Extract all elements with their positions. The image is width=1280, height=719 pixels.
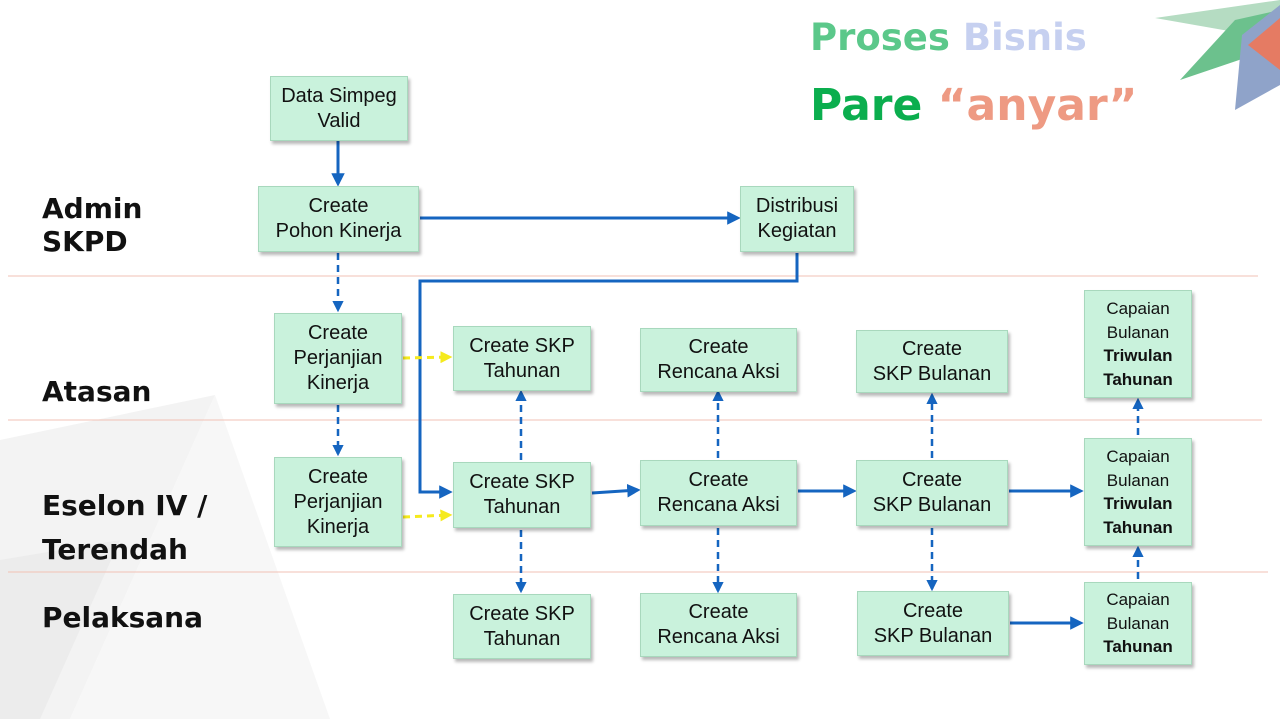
- lane-label-line: Admin: [42, 192, 143, 225]
- box-line: Rencana Aksi: [657, 361, 780, 383]
- box-line: Create: [307, 465, 369, 488]
- box-line: Bulanan: [1106, 613, 1170, 633]
- box-create-pohon-kinerja: Create Pohon Kinerja: [258, 186, 419, 252]
- box-line: Kegiatan: [757, 220, 837, 242]
- box-pelaksana-skp-bulanan: Create SKP Bulanan: [857, 591, 1009, 656]
- box-line: Create: [901, 469, 963, 491]
- box-line: Tahunan: [483, 496, 561, 518]
- logo-leaf-4: [1248, 18, 1280, 70]
- box-eselon-rencana-aksi: Create Rencana Aksi: [640, 460, 797, 526]
- title-word-anyar: “anyar”: [937, 80, 1138, 131]
- box-line: Rencana Aksi: [657, 626, 780, 648]
- box-line: Bulanan: [1106, 470, 1170, 490]
- box-line: Triwulan: [1103, 346, 1173, 365]
- box-line: Triwulan: [1103, 494, 1173, 513]
- box-line: Distribusi: [755, 195, 839, 217]
- box-atasan-capaian: Capaian Bulanan Triwulan Tahunan: [1084, 290, 1192, 398]
- lane-label-eselon: Eselon IV / Terendah: [42, 484, 207, 572]
- title-word-proses: Proses: [810, 16, 950, 59]
- lane-label-atasan: Atasan: [42, 375, 151, 408]
- lane-label-line: Eselon IV /: [42, 489, 208, 522]
- box-line: Create: [688, 336, 749, 358]
- box-line: Create: [688, 601, 749, 623]
- arrow-eselon-perjanjian-to-skp: [402, 509, 453, 522]
- box-atasan-skp-bulanan: Create SKP Bulanan: [856, 330, 1008, 393]
- page-title-line1: Proses Bisnis: [810, 16, 1087, 59]
- box-line: Capaian: [1106, 447, 1170, 466]
- box-pelaksana-skp-tahunan: Create SKP Tahunan: [453, 594, 591, 659]
- lane-label-line: Pelaksana: [42, 601, 204, 634]
- box-line: Create SKP: [469, 334, 575, 357]
- lane-label-admin-skpd: Admin SKPD: [42, 192, 142, 258]
- box-atasan-rencana-aksi: Create Rencana Aksi: [640, 328, 797, 392]
- box-line: Tahunan: [1103, 517, 1173, 537]
- box-line: SKP Bulanan: [872, 362, 992, 385]
- box-line: Tahunan: [1103, 369, 1173, 389]
- lane-label-line: SKPD: [42, 225, 128, 258]
- box-line: Capaian: [1106, 590, 1170, 610]
- lane-label-line: Terendah: [42, 533, 188, 566]
- box-line: Valid: [317, 109, 361, 132]
- box-line: Kinerja: [306, 372, 370, 394]
- box-line: Bulanan: [1106, 322, 1170, 342]
- box-line: Pohon Kinerja: [275, 220, 402, 242]
- box-line: Tahunan: [483, 359, 561, 382]
- box-line: Perjanjian: [293, 347, 383, 369]
- box-eselon-skp-bulanan: Create SKP Bulanan: [856, 460, 1008, 526]
- page-title-line2: Pare “anyar”: [810, 80, 1137, 131]
- arrow-distribusi-to-eselon-skp: [418, 253, 799, 499]
- box-line: Create: [688, 469, 749, 491]
- box-line: Create: [307, 322, 369, 344]
- box-line: SKP Bulanan: [872, 494, 992, 516]
- lane-label-pelaksana: Pelaksana: [42, 601, 203, 634]
- box-line: Create SKP: [469, 602, 575, 625]
- box-pelaksana-capaian: Capaian Bulanan Tahunan: [1084, 582, 1192, 665]
- box-distribusi-kegiatan: Distribusi Kegiatan: [740, 186, 854, 252]
- arrow-atasan-perjanjian-to-skp: [402, 351, 453, 364]
- box-line: Rencana Aksi: [657, 494, 780, 516]
- box-line: Create: [901, 337, 963, 360]
- box-line: Create: [902, 599, 964, 622]
- box-line: Kinerja: [306, 515, 370, 538]
- box-pelaksana-rencana-aksi: Create Rencana Aksi: [640, 593, 797, 657]
- title-word-pare: Pare: [810, 80, 923, 131]
- box-eselon-perjanjian-kinerja: Create Perjanjian Kinerja: [274, 457, 402, 547]
- box-eselon-capaian: Capaian Bulanan Triwulan Tahunan: [1084, 438, 1192, 546]
- box-line: Create SKP: [469, 471, 575, 493]
- box-data-simpeg: Data Simpeg Valid: [270, 76, 408, 141]
- box-line: Tahunan: [1103, 637, 1173, 657]
- title-word-bisnis: Bisnis: [962, 16, 1087, 59]
- box-line: Data Simpeg: [281, 84, 397, 107]
- lane-label-line: Atasan: [42, 375, 152, 408]
- box-eselon-skp-tahunan: Create SKP Tahunan: [453, 462, 591, 528]
- arrow-eselon-skp-to-rencana: [591, 483, 641, 498]
- box-atasan-skp-tahunan: Create SKP Tahunan: [453, 326, 591, 391]
- box-atasan-perjanjian-kinerja: Create Perjanjian Kinerja: [274, 313, 402, 404]
- box-line: Capaian: [1106, 299, 1170, 318]
- box-line: Perjanjian: [293, 490, 383, 513]
- box-line: SKP Bulanan: [873, 624, 993, 647]
- box-line: Tahunan: [483, 627, 561, 650]
- box-line: Create: [308, 195, 369, 217]
